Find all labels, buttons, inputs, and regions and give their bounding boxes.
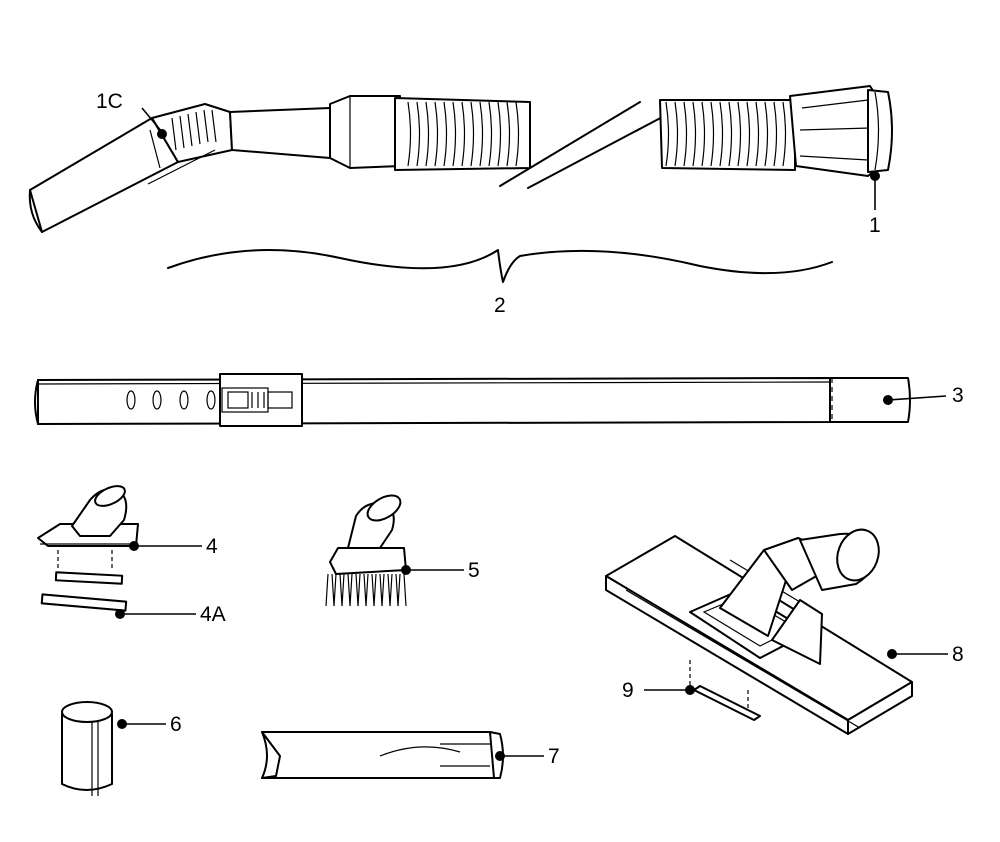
bristle (331, 573, 335, 607)
dusting-brush (325, 494, 407, 607)
hose-rib (488, 101, 493, 167)
hose-bracket (167, 249, 833, 283)
hose-rib (515, 101, 520, 167)
hose-rib (764, 101, 769, 167)
leader-lines (115, 107, 948, 761)
handle-grip-ribs (171, 109, 217, 151)
bristle (349, 573, 353, 607)
label-9: 9 (622, 679, 634, 702)
bristle (341, 573, 345, 607)
hose-rib (434, 101, 439, 167)
hose-rib (710, 101, 715, 167)
hose-assembly (28, 85, 893, 283)
bristle (371, 573, 375, 607)
bristle (355, 573, 359, 607)
bristle (403, 573, 407, 607)
label-4a: 4A (200, 603, 226, 626)
hose-rib (746, 101, 751, 167)
label-1c: 1C (96, 90, 123, 113)
hose-rib (461, 101, 466, 167)
hose-rib (674, 101, 679, 167)
hose-break-line-lower (527, 113, 669, 189)
hose-rib (782, 101, 787, 167)
bristle (357, 573, 361, 607)
hose-rib (737, 101, 742, 167)
nozzle-strip (693, 685, 761, 721)
bristle (333, 573, 337, 607)
bristle (389, 573, 393, 607)
brush-bristles (325, 573, 407, 607)
bristle (397, 573, 401, 607)
label-2: 2 (494, 294, 506, 317)
hose-rib (755, 101, 760, 167)
hose-corrugated-left (394, 97, 531, 171)
hose-rib (479, 101, 484, 167)
hose-rib (728, 101, 733, 167)
hose-rib (506, 101, 511, 167)
hose-handle (28, 95, 403, 233)
wand-adjustment-holes (126, 390, 216, 410)
hose-connector (789, 85, 893, 177)
label-6: 6 (170, 713, 182, 736)
bristle (395, 573, 399, 607)
bristle (325, 573, 329, 607)
hose-rib (425, 101, 430, 167)
hose-rib (701, 101, 706, 167)
telescopic-wand (34, 373, 911, 427)
bristle (339, 573, 343, 607)
bristle (347, 573, 351, 607)
upholstery-strip-upper (54, 571, 124, 585)
hose-rib (665, 101, 670, 167)
label-4: 4 (206, 535, 218, 558)
hose-rib (470, 101, 475, 167)
hose-rib (452, 101, 457, 167)
hose-rib (719, 101, 724, 167)
hose-rib (497, 101, 502, 167)
wand-slide-lock (219, 373, 303, 427)
hose-corrugated-right (659, 99, 796, 171)
floor-nozzle (605, 528, 913, 735)
hose-rib (416, 101, 421, 167)
upholstery-strip-lower (40, 593, 128, 612)
label-7: 7 (548, 745, 560, 768)
bristle (373, 573, 377, 607)
hose-rib (683, 101, 688, 167)
upholstery-tool (37, 485, 139, 570)
bristle (365, 573, 369, 607)
hose-break-line-upper (499, 101, 641, 187)
bristle (387, 573, 391, 607)
hose-rib (443, 101, 448, 167)
adapter (61, 701, 113, 796)
crevice-tool (261, 731, 504, 779)
hose-rib (692, 101, 697, 167)
bristle (379, 573, 383, 607)
bristle (363, 573, 367, 607)
label-1: 1 (869, 214, 881, 237)
label-5: 5 (468, 559, 480, 582)
hose-rib (773, 101, 778, 167)
bristle (381, 573, 385, 607)
label-8: 8 (952, 643, 964, 666)
label-3: 3 (952, 384, 964, 407)
hose-rib (407, 101, 412, 167)
